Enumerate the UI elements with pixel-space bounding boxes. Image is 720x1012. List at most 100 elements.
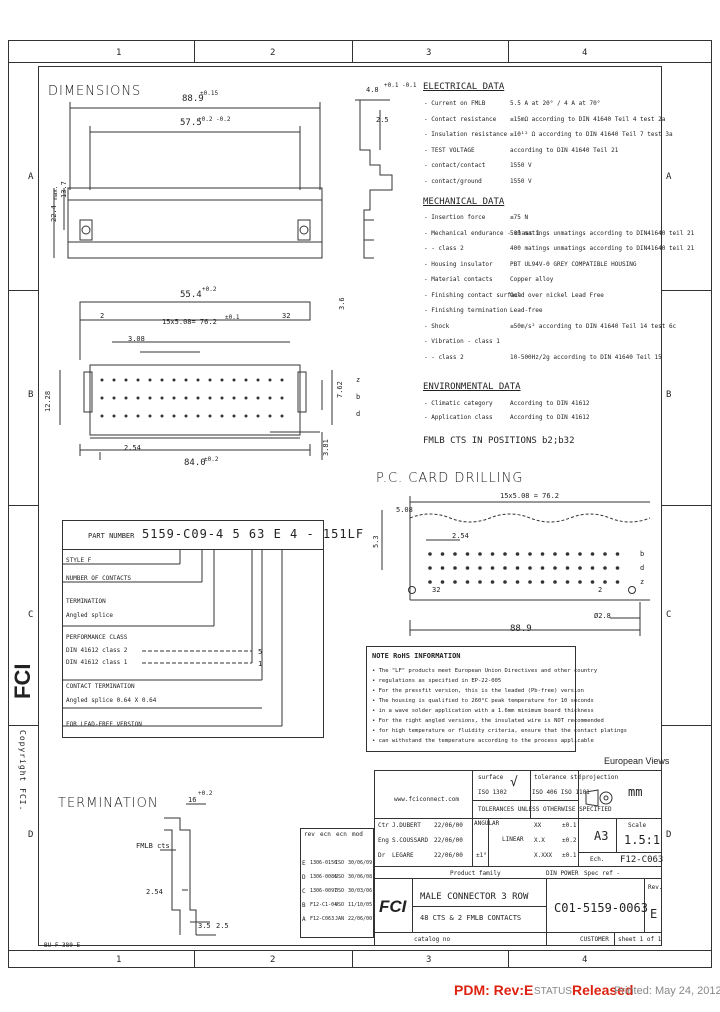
termination-detail xyxy=(160,803,216,936)
rohs-line: • can withstand the temperature accordin… xyxy=(372,738,594,744)
grid-col-1-bottom: 1 xyxy=(116,955,122,965)
dim-row-pitch-tol: ±0.1 xyxy=(225,314,240,321)
linear-tol-key: X.XXX xyxy=(534,852,553,859)
dim-55-4-tol: +0.2 xyxy=(202,286,217,293)
rev-date: 30/03/06 xyxy=(348,888,373,894)
pcb-hole xyxy=(503,552,507,556)
linear-tol-value: ±0.1 xyxy=(562,822,577,829)
approval-date: 22/06/00 xyxy=(434,837,463,844)
electrical-row-label: - Insulation resistance xyxy=(424,131,508,138)
rev-header-cell: ecn xyxy=(336,831,347,838)
electrical-row-value: ≥10¹² Ω according to DIN 41640 Teil 7 te… xyxy=(510,131,673,138)
mechanical-row-label: - Material contacts xyxy=(424,276,493,283)
pcb-title: P.C. CARD DRILLING xyxy=(376,471,524,486)
pcb-row-d: d xyxy=(640,564,645,572)
rohs-line: • for high temperature or fluidity crite… xyxy=(372,728,627,734)
term-2-54: 2.54 xyxy=(146,888,163,896)
pcb-hole xyxy=(553,580,557,584)
pcb-hole xyxy=(578,552,582,556)
pcb-hole xyxy=(440,552,445,556)
termination-title: TERMINATION xyxy=(58,796,159,811)
dim-13-7: 13.7 xyxy=(60,181,68,198)
rohs-box xyxy=(366,646,576,752)
part-number-header xyxy=(62,520,324,550)
row-b-label: b xyxy=(356,393,361,401)
tolerance-label: tolerance std xyxy=(534,774,581,781)
part-number-leaders xyxy=(62,550,283,727)
dim-height-max: max. xyxy=(52,185,59,200)
electrical-row-value: according to DIN 41640 Teil 21 xyxy=(510,146,619,154)
environmental-row-label: - Climatic category xyxy=(424,400,493,407)
grid-row-c: C xyxy=(28,610,34,620)
pcb-hole xyxy=(540,552,545,556)
dim-55-4: 55.4 xyxy=(180,290,202,300)
rev-letter: D xyxy=(302,874,306,881)
dim-overall: 88.9 xyxy=(182,94,204,104)
dim-bottom-tol: ±0.2 xyxy=(204,456,219,463)
pcb-hole xyxy=(565,580,570,584)
pcb-hole xyxy=(603,552,607,556)
pcb-hole xyxy=(528,552,532,556)
grid-row-d-right: D xyxy=(666,830,672,840)
scale-label: Scale xyxy=(628,822,647,829)
pcb-hole xyxy=(465,580,470,584)
mechanical-row-value: ≤75 N xyxy=(510,214,529,221)
rev-ecn: F12-C063 xyxy=(310,916,335,922)
pn-code-class1: 1 xyxy=(258,660,263,668)
catalog-label: catalog no xyxy=(414,936,451,943)
title-line2: 48 CTS & 2 FMLB CONTACTS xyxy=(420,914,522,922)
pcb-hole xyxy=(590,566,595,570)
rev-by: USO xyxy=(335,888,345,894)
part-number-line: STYLE F xyxy=(66,557,92,564)
pcb-row-b: b xyxy=(640,550,645,558)
term-dim-top-tol: +0.2 xyxy=(198,790,213,797)
electrical-row-value: 5.5 A at 20° / 4 A at 70° xyxy=(510,100,601,107)
electrical-row-label: - Current on FMLB xyxy=(424,100,486,107)
environmental-title: ENVIRONMENTAL DATA xyxy=(423,382,521,392)
european-views: European Views xyxy=(604,756,670,766)
tolerance-std: ISO 406 ISO 1101 xyxy=(532,789,590,796)
projection-symbol-icon xyxy=(585,789,613,807)
electrical-row-label: - contact/contact xyxy=(424,162,486,169)
pcb-hole xyxy=(478,580,482,584)
grid-row-c-right: C xyxy=(666,610,672,620)
title-line1: MALE CONNECTOR 3 ROW xyxy=(420,892,529,902)
mechanical-row-value: 10-500Hz/2g according to DIN 41640 Teil … xyxy=(510,353,662,361)
product-family-label: Product family xyxy=(450,870,501,877)
rohs-line: • The housing is qualified to 260°C peak… xyxy=(372,698,594,704)
pcb-hole xyxy=(578,566,582,570)
dim-2-5: 2.5 xyxy=(376,116,389,124)
approval-role: Ctr xyxy=(378,822,389,829)
approval-name: LEGARE xyxy=(392,852,414,859)
pcb-dim-2-54: 2.54 xyxy=(452,532,469,540)
pcb-hole xyxy=(553,552,557,556)
rev-date: 30/06/08 xyxy=(348,874,373,880)
fci-logo: FCI xyxy=(378,884,410,924)
pcb-hole xyxy=(465,566,470,570)
pcb-hole xyxy=(465,552,470,556)
rohs-line: • For the right angled versions, the ins… xyxy=(372,718,604,724)
rev-ecn: F12-C1-04 xyxy=(310,902,338,908)
linear-tol-key: X.X xyxy=(534,837,545,844)
sheet-size: A3 xyxy=(594,829,609,843)
rev-ecn: 1306-0086 xyxy=(310,874,338,880)
rev-letter: B xyxy=(302,902,306,909)
rev-ecn: 1306-0097 xyxy=(310,888,338,894)
part-number-header-label: PART NUMBER xyxy=(88,532,135,540)
pcb-drilling-view xyxy=(381,496,651,636)
part-number-line: PERFORMANCE CLASS xyxy=(66,634,128,641)
title-block xyxy=(374,770,662,946)
pcb-hole xyxy=(478,552,482,556)
pcb-hole xyxy=(428,580,432,584)
angular-label: ANGULAR xyxy=(474,820,500,827)
linear-tol-value: ±0.1 xyxy=(562,852,577,859)
fmlb-label: FMLB CTS IN POSITIONS xyxy=(423,436,537,446)
scale-value: 1.5:1 xyxy=(624,833,661,847)
drawing-inner-frame xyxy=(38,66,662,946)
dim-2-54: 2.54 xyxy=(124,444,141,452)
term-2-5: 2.5 xyxy=(216,922,229,930)
pcb-hole xyxy=(590,552,595,556)
pin-end-label: 32 xyxy=(282,312,291,320)
grid-row-b-right: B xyxy=(666,390,672,400)
rev-letter: E xyxy=(302,860,306,867)
